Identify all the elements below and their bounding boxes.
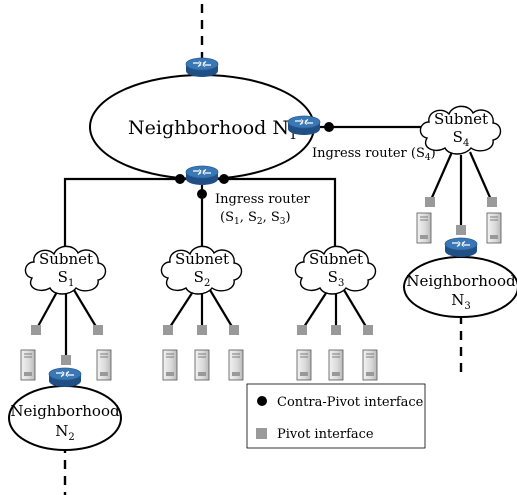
svg-text:Subnet: Subnet [175,250,229,268]
legend-contra-pivot-marker [257,396,267,406]
legend-contra-pivot-label: Contra-Pivot interface [277,395,424,410]
contra-pivot-s4 [324,122,334,132]
subnet-s1: Subnet S1 [24,245,107,295]
svg-text:S3: S3 [328,268,345,289]
router-ingress-s4-icon [287,115,321,136]
neighborhood-n3-label-line1: Neighborhood [406,272,516,290]
legend-pivot-marker [256,428,267,439]
subnet-s1-links [35,289,99,360]
subnet-s2-links [167,289,235,331]
router-n2-icon [48,367,82,388]
contra-pivot-s3 [219,174,229,184]
router-n3-icon [444,237,478,258]
router-ingress-multi-icon [185,165,219,186]
router-top-icon [185,57,219,78]
contra-pivot-s1 [175,174,185,184]
ingress-s4-label: Ingress router (S4) [312,146,436,163]
contra-pivot-s2 [197,189,207,199]
ingress-multi-label-line1: Ingress router [215,192,311,207]
svg-text:Subnet: Subnet [39,250,93,268]
svg-text:S1: S1 [58,268,75,289]
neighborhood-n2-label-line1: Neighborhood [10,402,120,420]
svg-text:S2: S2 [194,268,211,289]
bus-link [63,177,337,246]
neighborhood-n3-label-line2: N3 [451,291,471,312]
svg-text:S4: S4 [453,128,470,149]
neighborhood-n2-label-line2: N2 [55,422,75,443]
subnet-s4: Subnet S4 [419,105,502,155]
subnet-s2: Subnet S2 [160,245,243,295]
legend: Contra-Pivot interface Pivot interface [246,383,426,449]
svg-text:Subnet: Subnet [309,250,363,268]
subnet-s3: Subnet S3 [294,245,377,295]
legend-pivot-label: Pivot interface [277,427,374,442]
subnet-s4-links [428,151,494,230]
ingress-multi-label-line2: (S1, S2, S3) [220,210,291,227]
svg-text:Subnet: Subnet [434,110,488,128]
neighborhood-n1-label: Neighborhood N1 [128,117,297,143]
pivot-interfaces [31,197,497,365]
subnet-s3-links [301,289,369,331]
